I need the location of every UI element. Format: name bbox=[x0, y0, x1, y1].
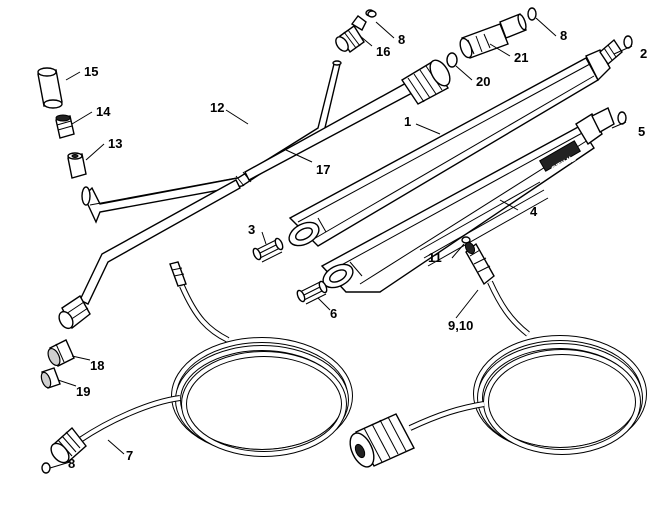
callout-11: 11 bbox=[428, 250, 442, 265]
part-14-nozzle bbox=[55, 114, 75, 139]
part-15-cap bbox=[37, 67, 63, 109]
callout-5: 5 bbox=[638, 124, 645, 139]
part-7-hose bbox=[50, 261, 353, 464]
part-18-union-nut bbox=[47, 339, 75, 367]
part-12-lance-tube bbox=[81, 60, 342, 224]
part-3-spring bbox=[252, 237, 284, 263]
part-21-quick-coupling bbox=[459, 13, 527, 59]
part-13-sleeve bbox=[67, 152, 87, 179]
callout-19: 19 bbox=[76, 384, 90, 399]
part-9-10-hose bbox=[349, 241, 647, 468]
part-16-connector bbox=[335, 9, 375, 54]
callout-16: 16 bbox=[376, 44, 390, 59]
callout-20: 20 bbox=[476, 74, 490, 89]
leader-lines bbox=[49, 17, 633, 469]
part-6-spring bbox=[296, 280, 328, 305]
part-4-gun-body: STIHL bbox=[320, 107, 615, 293]
o-ring-8-bottom bbox=[41, 462, 51, 474]
callout-8-bottom: 8 bbox=[68, 456, 75, 471]
callout-17: 17 bbox=[316, 162, 330, 177]
callout-18: 18 bbox=[90, 358, 104, 373]
callout-4: 4 bbox=[530, 204, 538, 219]
o-ring-8-top-right bbox=[527, 7, 537, 21]
callout-21: 21 bbox=[514, 50, 528, 65]
callout-labels: 15 14 13 12 8 16 8 21 20 2 1 5 17 4 3 11… bbox=[68, 28, 647, 471]
callout-2: 2 bbox=[640, 46, 647, 61]
callout-8-top: 8 bbox=[398, 32, 405, 47]
o-ring-8-top-left bbox=[367, 10, 377, 18]
callout-1: 1 bbox=[404, 114, 411, 129]
callout-9-10: 9,10 bbox=[448, 318, 473, 333]
callout-8-top-right: 8 bbox=[560, 28, 567, 43]
callout-12: 12 bbox=[210, 100, 224, 115]
callout-15: 15 bbox=[84, 64, 98, 79]
part-1-handle-tube bbox=[288, 38, 623, 247]
part-19-adapter bbox=[40, 367, 61, 389]
callout-14: 14 bbox=[96, 104, 111, 119]
callout-3: 3 bbox=[248, 222, 255, 237]
callout-13: 13 bbox=[108, 136, 122, 151]
callout-7: 7 bbox=[126, 448, 133, 463]
callout-6: 6 bbox=[330, 306, 337, 321]
o-ring-20 bbox=[446, 52, 458, 68]
part-17-extension-tube bbox=[58, 59, 451, 330]
